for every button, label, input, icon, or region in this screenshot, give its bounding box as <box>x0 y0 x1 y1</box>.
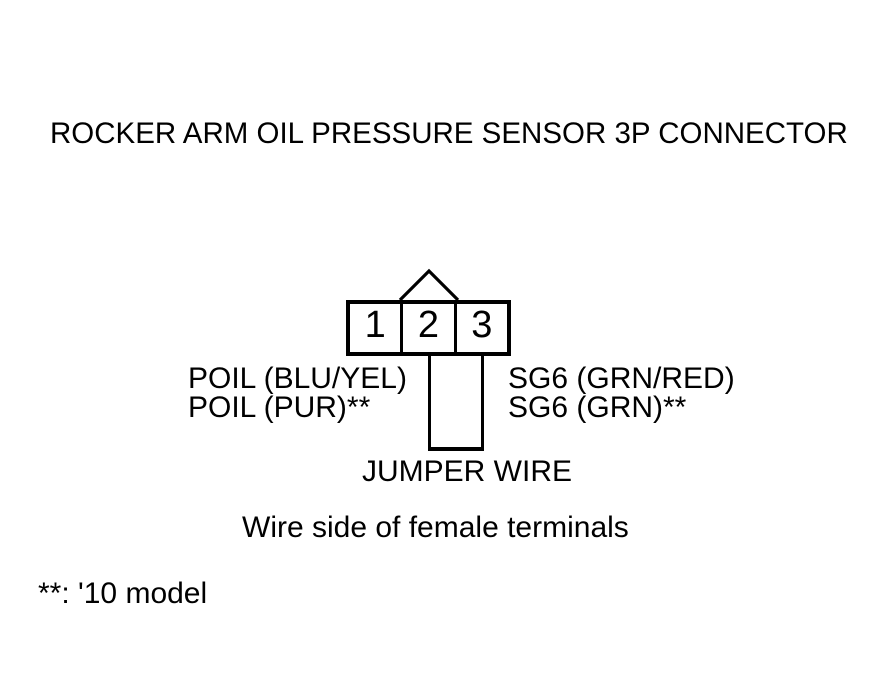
terminal-cell-2: 2 <box>400 304 453 352</box>
connector-keyway-triangle-icon <box>398 268 460 302</box>
jumper-wire-label: JUMPER WIRE <box>362 455 572 488</box>
model-footnote: **: '10 model <box>38 577 208 610</box>
connector-body: 1 2 3 <box>346 300 511 356</box>
terminal-number-1: 1 <box>364 303 386 346</box>
terminal-1-wire-label: POIL (BLU/YEL) POIL (PUR)** <box>188 362 407 424</box>
wire-label-line-poil-pur: POIL (PUR)** <box>188 391 371 424</box>
jumper-wire-shape <box>428 353 484 451</box>
terminal-3-wire-label: SG6 (GRN/RED) SG6 (GRN)** <box>508 362 735 424</box>
view-caption: Wire side of female terminals <box>242 511 629 544</box>
terminal-number-2: 2 <box>417 303 440 346</box>
wire-label-line-sg6-grn: SG6 (GRN)** <box>508 391 687 424</box>
terminal-cell-3: 3 <box>453 303 507 352</box>
diagram-title: ROCKER ARM OIL PRESSURE SENSOR 3P CONNEC… <box>50 117 848 150</box>
terminal-cell-1: 1 <box>350 304 400 352</box>
wire-label-line-poil-blu-yel: POIL (BLU/YEL) <box>188 362 407 395</box>
terminal-number-3: 3 <box>471 303 493 346</box>
wire-label-line-sg6-grn-red: SG6 (GRN/RED) <box>508 362 735 395</box>
